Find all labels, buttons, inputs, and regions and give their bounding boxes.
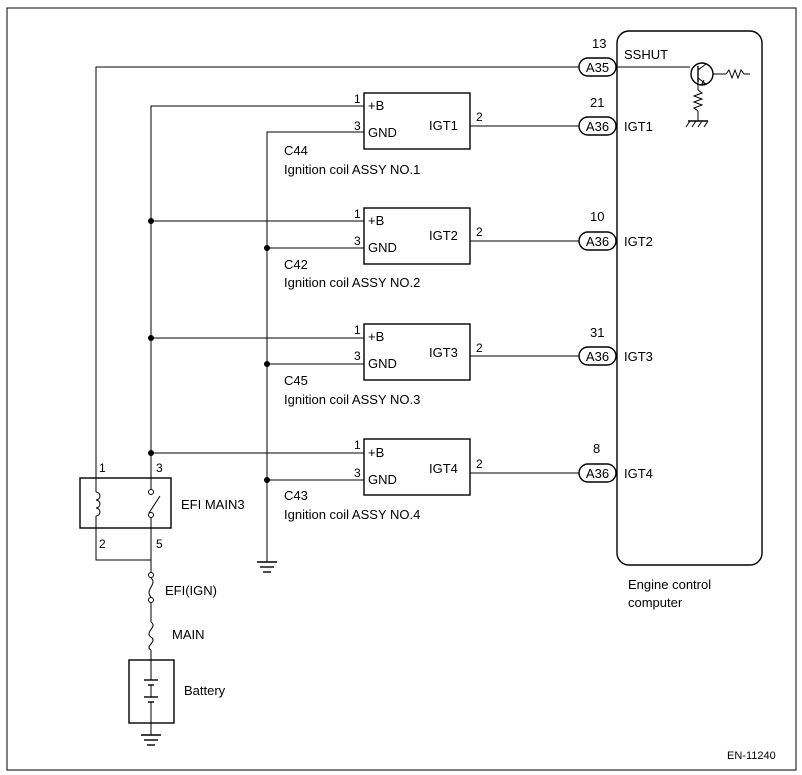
- coil-igt-label: IGT2: [429, 228, 458, 243]
- connector-a36-label: A36: [586, 466, 609, 481]
- connector-a36-label: A36: [586, 349, 609, 364]
- connector-a35-label: A35: [586, 60, 609, 75]
- fuse-efi-ign-label: EFI(IGN): [165, 583, 217, 598]
- coil-pin-igt: 2: [476, 457, 483, 471]
- ecu-signal-igt1: IGT1: [624, 119, 653, 134]
- coil-name: Ignition coil ASSY NO.1: [284, 162, 420, 177]
- coil-code: C44: [284, 143, 308, 158]
- ignition-coil-2: 1 3 2 +B GND IGT2 C42 Ignition coil ASSY…: [284, 207, 483, 290]
- coil-igt-label: IGT1: [429, 118, 458, 133]
- junction-dot: [148, 335, 154, 341]
- relay-pin-3: 3: [156, 461, 163, 475]
- ecu-transistor-icon: [617, 62, 750, 128]
- fuse-main-label: MAIN: [172, 627, 205, 642]
- coil-pin-gnd: 3: [354, 119, 361, 133]
- wire-gnd-bus: [266, 131, 364, 562]
- ecu-signal-igt2: IGT2: [624, 234, 653, 249]
- connector-a36-label: A36: [586, 234, 609, 249]
- ecu-pin-8: 8: [593, 441, 600, 456]
- ecu-pin-13: 13: [592, 36, 606, 51]
- ecu-pin-10: 10: [590, 209, 604, 224]
- junction-dot: [264, 361, 270, 367]
- coil-pin-gnd: 3: [354, 234, 361, 248]
- coil-gnd-label: GND: [368, 240, 397, 255]
- coil-pin-b: 1: [354, 438, 361, 452]
- connector-a36-label: A36: [586, 119, 609, 134]
- junction-dot: [148, 218, 154, 224]
- relay-switch-icon: [148, 478, 161, 528]
- coil-code: C45: [284, 373, 308, 388]
- ignition-coil-4: 1 3 2 +B GND IGT4 C43 Ignition coil ASSY…: [284, 438, 483, 522]
- engine-control-computer: Engine control computer 13: [578, 30, 763, 610]
- ecu-signal-igt3: IGT3: [624, 349, 653, 364]
- ecu-terminal-igt4: 8 A36 IGT4: [578, 441, 653, 483]
- relay-box: [79, 477, 172, 529]
- ecu-label-line2: computer: [628, 595, 683, 610]
- wires: [95, 66, 579, 573]
- coil-plus-b-label: +B: [368, 98, 384, 113]
- coil-plus-b-label: +B: [368, 445, 384, 460]
- relay-pin-5: 5: [156, 537, 163, 551]
- relay-pin-2: 2: [99, 537, 106, 551]
- relay-pin-1: 1: [99, 461, 106, 475]
- ecu-terminal-sshut: 13 A35 SSHUT: [578, 36, 668, 77]
- fuse-efi-ign-icon: [148, 572, 154, 603]
- coil-name: Ignition coil ASSY NO.3: [284, 392, 420, 407]
- relay-coil-icon: [95, 478, 101, 528]
- coil-pin-b: 1: [354, 207, 361, 221]
- ecu-pin-31: 31: [590, 325, 604, 340]
- ignition-coil-1: 1 3 2 +B GND IGT1 C44 Ignition coil ASSY…: [284, 92, 483, 177]
- coil-gnd-label: GND: [368, 472, 397, 487]
- wire-relay-coil-return: [95, 520, 151, 561]
- wire-sshut: [95, 66, 579, 490]
- junction-dot: [264, 245, 270, 251]
- ecu-pin-21: 21: [590, 95, 604, 110]
- ignition-coil-3: 1 3 2 +B GND IGT3 C45 Ignition coil ASSY…: [284, 323, 483, 407]
- coil-box: [363, 207, 471, 265]
- coil-gnd-label: GND: [368, 125, 397, 140]
- wire-plus-b-bus: [150, 105, 364, 490]
- diagram-frame: [6, 7, 797, 771]
- coil-name: Ignition coil ASSY NO.4: [284, 507, 420, 522]
- ecu-terminal-igt2: 10 A36 IGT2: [578, 209, 653, 251]
- ground-icon: [141, 734, 161, 746]
- coil-pin-gnd: 3: [354, 349, 361, 363]
- coil-pin-b: 1: [354, 323, 361, 337]
- fuse-main-icon: [148, 621, 154, 651]
- ground-icon: [257, 561, 277, 573]
- ecu-terminal-igt3: 31 A36 IGT3: [578, 325, 653, 366]
- coil-code: C43: [284, 488, 308, 503]
- battery-icon: [144, 660, 158, 723]
- coil-name: Ignition coil ASSY NO.2: [284, 275, 420, 290]
- coil-pin-igt: 2: [476, 110, 483, 124]
- coil-plus-b-label: +B: [368, 213, 384, 228]
- battery-label: Battery: [184, 683, 226, 698]
- ecu-label-line1: Engine control: [628, 577, 711, 592]
- coil-box: [363, 92, 471, 150]
- ecu-box: [616, 30, 763, 566]
- power-supply-chain: EFI(IGN) MAIN Battery: [128, 528, 226, 746]
- coil-pin-igt: 2: [476, 341, 483, 355]
- coil-pin-gnd: 3: [354, 466, 361, 480]
- relay-label: EFI MAIN3: [181, 497, 245, 512]
- coil-igt-label: IGT3: [429, 345, 458, 360]
- ecu-signal-igt4: IGT4: [624, 466, 653, 481]
- coil-gnd-label: GND: [368, 356, 397, 371]
- coil-plus-b-label: +B: [368, 329, 384, 344]
- coil-igt-label: IGT4: [429, 461, 458, 476]
- coil-box: [363, 323, 471, 381]
- figure-id: EN-11240: [727, 750, 776, 762]
- efi-main3-relay: 1 3 2 5 EFI MAIN3: [79, 461, 245, 551]
- coil-box: [363, 438, 471, 496]
- ecu-terminal-igt1: 21 A36 IGT1: [578, 95, 653, 136]
- ecu-signal-sshut: SSHUT: [624, 47, 668, 62]
- junction-dot: [264, 477, 270, 483]
- coil-pin-b: 1: [354, 92, 361, 106]
- junction-dot: [148, 450, 154, 456]
- coil-code: C42: [284, 257, 308, 272]
- coil-pin-igt: 2: [476, 225, 483, 239]
